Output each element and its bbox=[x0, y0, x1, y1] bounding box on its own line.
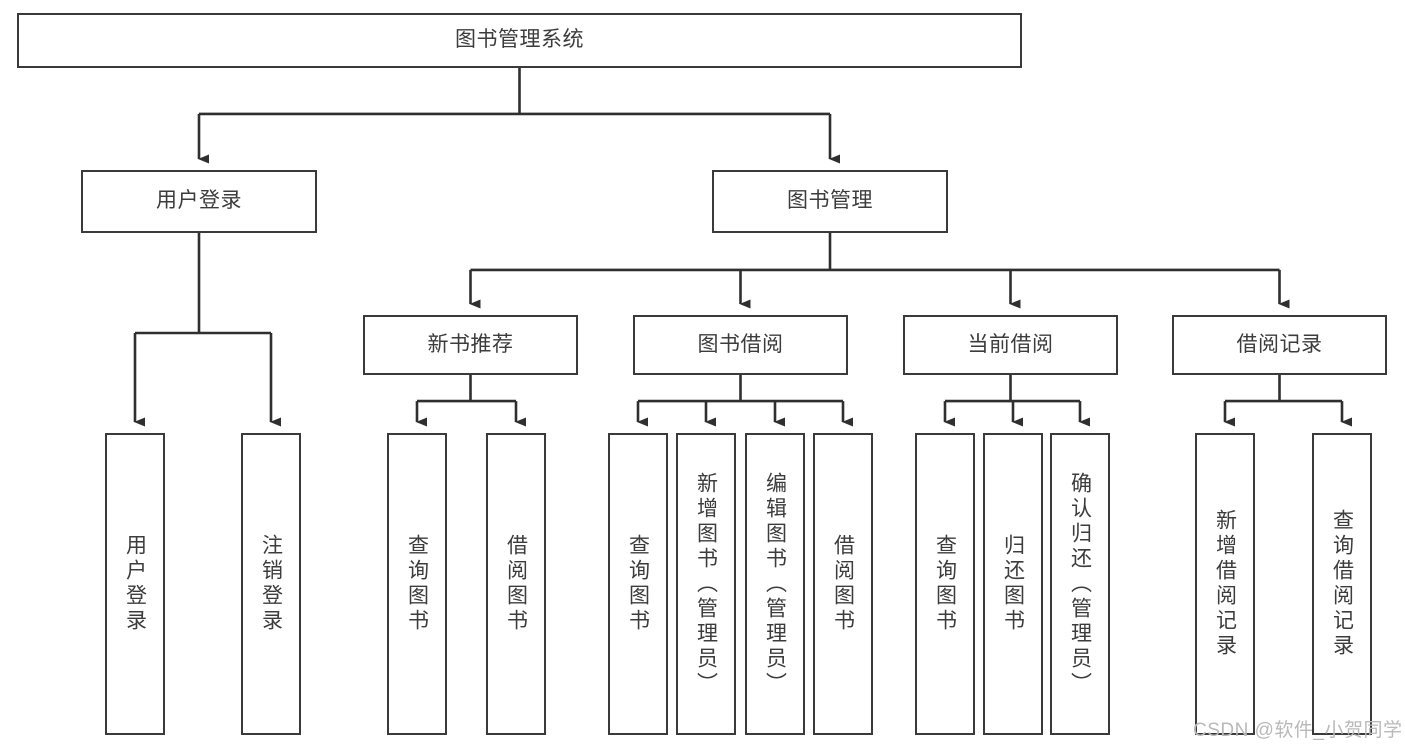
node-leaf-new-2[interactable]: 借阅图书 bbox=[486, 433, 546, 735]
node-leaf-login-2[interactable]: 注销登录 bbox=[241, 433, 301, 735]
node-label: 归还图书 bbox=[1001, 534, 1025, 634]
node-leaf-borrow-1[interactable]: 查询图书 bbox=[608, 433, 668, 735]
node-root[interactable]: 图书管理系统 bbox=[17, 13, 1022, 68]
node-label: 图书管理 bbox=[787, 189, 873, 213]
node-records[interactable]: 借阅记录 bbox=[1172, 315, 1387, 375]
node-label: 借阅图书 bbox=[504, 534, 528, 634]
node-label: 借阅图书 bbox=[831, 534, 855, 634]
node-label: 查询图书 bbox=[626, 534, 650, 634]
node-label: 查询借阅记录 bbox=[1330, 509, 1354, 659]
node-label: 注销登录 bbox=[259, 534, 283, 634]
node-label: 图书管理系统 bbox=[455, 28, 584, 52]
node-label: 图书借阅 bbox=[697, 332, 784, 356]
node-label: 新增图书（管理员） bbox=[694, 471, 718, 697]
node-newbook[interactable]: 新书推荐 bbox=[363, 315, 578, 375]
node-label: 当前借阅 bbox=[967, 332, 1054, 356]
node-label: 查询图书 bbox=[405, 534, 429, 634]
node-label: 借阅记录 bbox=[1236, 332, 1323, 356]
node-label: 新增借阅记录 bbox=[1213, 509, 1237, 659]
node-leaf-borrow-3[interactable]: 编辑图书（管理员） bbox=[745, 433, 805, 735]
node-label: 确认归还（管理员） bbox=[1068, 471, 1092, 697]
node-label: 用户登录 bbox=[156, 189, 242, 213]
node-label: 编辑图书（管理员） bbox=[763, 471, 787, 697]
node-leaf-login-1[interactable]: 用户登录 bbox=[105, 433, 165, 735]
node-leaf-cur-1[interactable]: 查询图书 bbox=[915, 433, 975, 735]
edge-group bbox=[133, 68, 1352, 427]
node-leaf-borrow-4[interactable]: 借阅图书 bbox=[813, 433, 873, 735]
node-borrow[interactable]: 图书借阅 bbox=[633, 315, 848, 375]
node-leaf-cur-2[interactable]: 归还图书 bbox=[983, 433, 1043, 735]
node-label: 查询图书 bbox=[933, 534, 957, 634]
node-label: 用户登录 bbox=[123, 534, 147, 634]
node-current[interactable]: 当前借阅 bbox=[903, 315, 1118, 375]
node-login[interactable]: 用户登录 bbox=[81, 170, 317, 233]
node-label: 新书推荐 bbox=[427, 332, 514, 356]
node-leaf-new-1[interactable]: 查询图书 bbox=[387, 433, 447, 735]
node-bookmgmt[interactable]: 图书管理 bbox=[712, 170, 948, 233]
node-leaf-borrow-2[interactable]: 新增图书（管理员） bbox=[676, 433, 736, 735]
node-leaf-rec-2[interactable]: 查询借阅记录 bbox=[1312, 433, 1372, 735]
node-leaf-rec-1[interactable]: 新增借阅记录 bbox=[1195, 433, 1255, 735]
node-leaf-cur-3[interactable]: 确认归还（管理员） bbox=[1050, 433, 1110, 735]
